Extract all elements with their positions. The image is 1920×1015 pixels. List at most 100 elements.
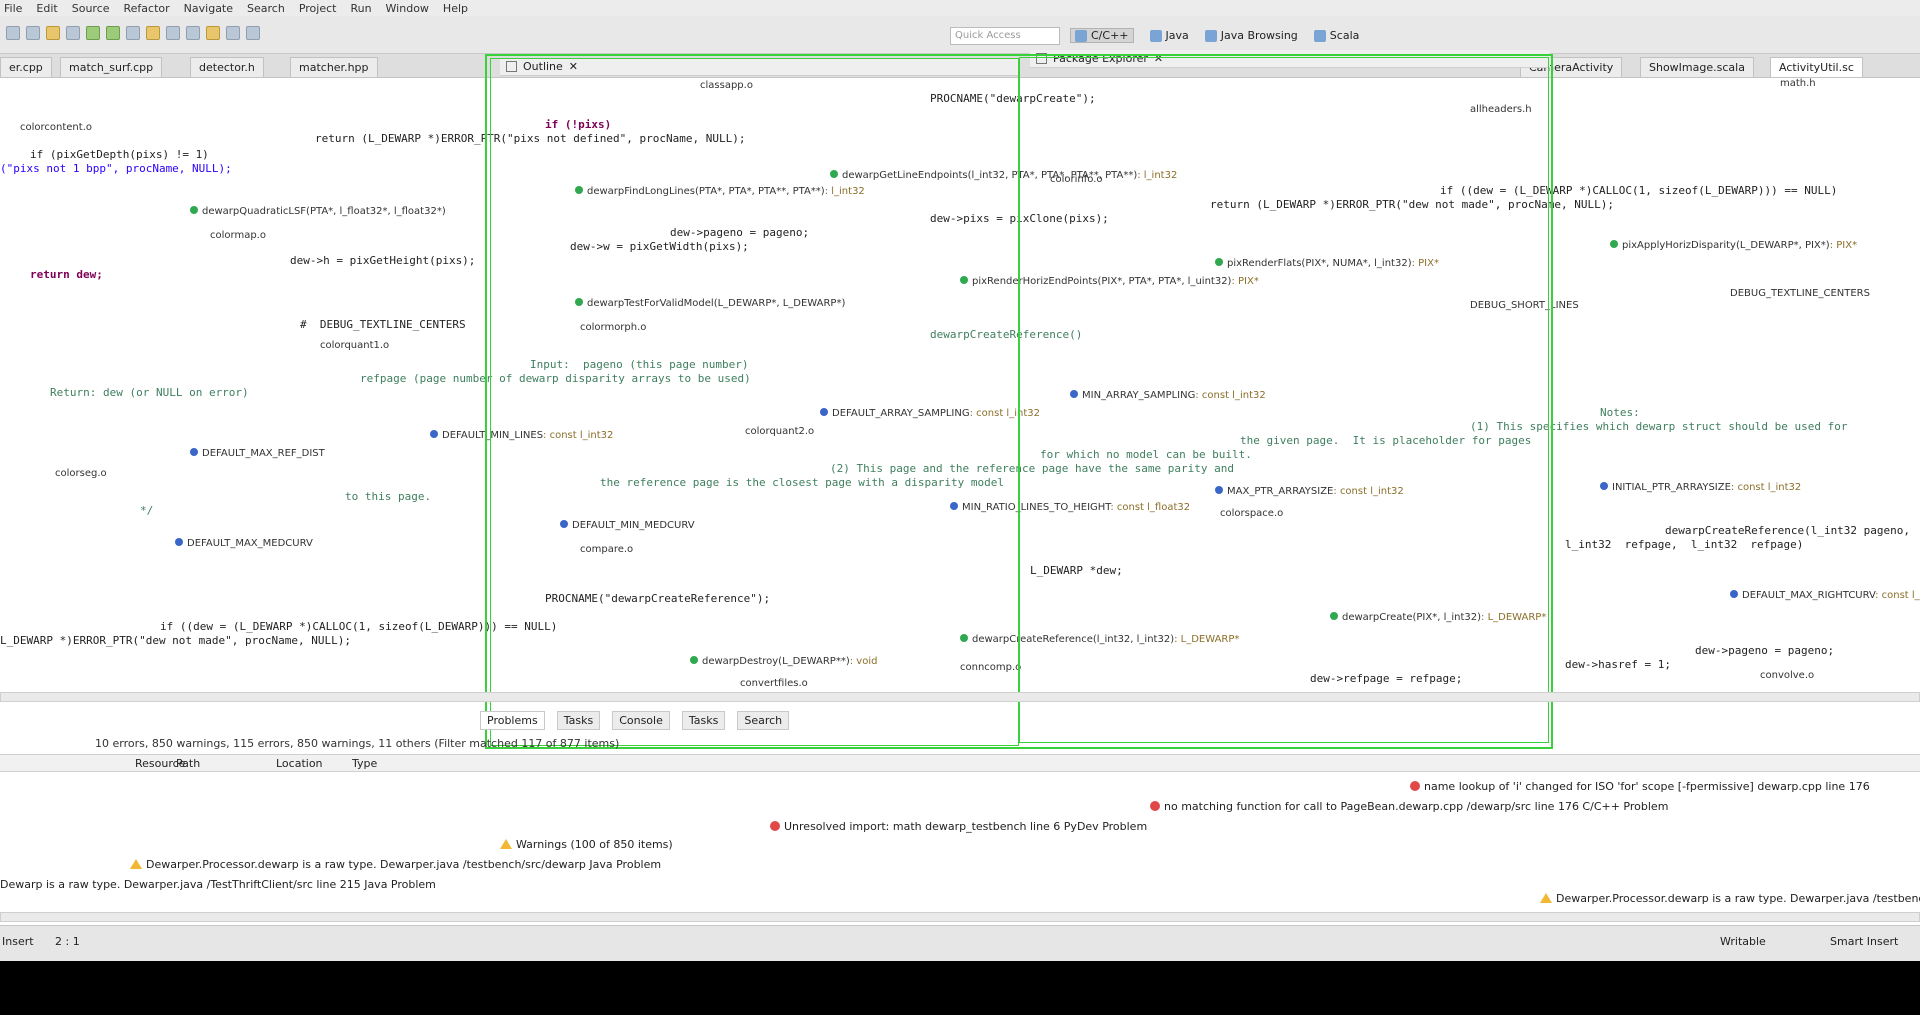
menu-run[interactable]: Run [350, 1, 372, 15]
outline-item[interactable]: compare.o [580, 544, 634, 555]
close-icon[interactable]: ✕ [1153, 52, 1164, 65]
new-file-icon[interactable] [6, 26, 20, 40]
problem-row[interactable]: Dewarper.Processor.dewarp is a raw type.… [1540, 892, 1920, 905]
code-line: to this page. [345, 490, 432, 503]
outline-item[interactable]: pixRenderFlats(PIX*, NUMA*, l_int32): PI… [1215, 258, 1439, 269]
outline-item[interactable]: colormap.o [210, 230, 266, 241]
error-icon [1410, 781, 1420, 791]
back-icon[interactable] [226, 26, 240, 40]
outline-item[interactable]: convertfiles.o [740, 678, 808, 689]
code-line: dewarpCreateReference() [930, 328, 1083, 341]
editor-tab-show-image[interactable]: ShowImage.scala [1640, 57, 1754, 77]
editor-tab-activity-util[interactable]: ActivityUtil.sc [1770, 57, 1863, 77]
outline-item[interactable]: dewarpTestForValidModel(L_DEWARP*, L_DEW… [575, 298, 845, 309]
code-editor[interactable]: PROCNAME("dewarpCreate"); if (!pixs) ret… [0, 78, 1920, 698]
open-folder-icon[interactable] [46, 26, 60, 40]
new-package-icon[interactable] [146, 26, 160, 40]
perspective-cpp[interactable]: C/C++ [1070, 28, 1134, 43]
outline-item[interactable]: dewarpDestroy(L_DEWARP**): void [690, 656, 877, 667]
problem-row[interactable]: no matching function for call to PageBea… [1150, 800, 1668, 813]
outline-item[interactable]: DEFAULT_ARRAY_SAMPLING: const l_int32 [820, 408, 1040, 419]
menu-project[interactable]: Project [298, 1, 337, 15]
search-icon[interactable] [186, 26, 200, 40]
outline-item[interactable]: colorquant1.o [320, 340, 390, 351]
outline-item[interactable]: INITIAL_PTR_ARRAYSIZE: const l_int32 [1600, 482, 1801, 493]
problems-horizontal-scrollbar[interactable] [0, 912, 1920, 922]
menu-edit[interactable]: Edit [36, 1, 58, 15]
outline-item[interactable]: MIN_ARRAY_SAMPLING: const l_int32 [1070, 390, 1266, 401]
tab-problems[interactable]: Problems [480, 711, 545, 730]
outline-item[interactable]: colorquant2.o [745, 426, 815, 437]
editor-tab-detector[interactable]: detector.h [190, 57, 264, 77]
new-class-icon[interactable] [166, 26, 180, 40]
outline-item[interactable]: DEFAULT_MAX_REF_DIST [190, 448, 325, 459]
outline-item[interactable]: conncomp.o [960, 662, 1022, 673]
outline-item[interactable]: dewarpCreate(PIX*, l_int32): L_DEWARP* [1330, 612, 1546, 623]
outline-item[interactable]: classapp.o [700, 80, 753, 91]
problem-row[interactable]: name lookup of 'i' changed for ISO 'for'… [1410, 780, 1870, 793]
menu-source[interactable]: Source [71, 1, 110, 15]
perspective-scala[interactable]: Scala [1313, 28, 1359, 43]
menu-window[interactable]: Window [385, 1, 429, 15]
quick-access-input[interactable]: Quick Access [950, 27, 1060, 45]
method-icon [1330, 612, 1338, 620]
menu-refactor[interactable]: Refactor [123, 1, 170, 15]
problem-row[interactable]: Warnings (100 of 850 items) [500, 838, 673, 851]
outline-item[interactable]: dewarpFindLongLines(PTA*, PTA*, PTA**, P… [575, 186, 865, 197]
run-icon[interactable] [86, 26, 100, 40]
menu-file[interactable]: File [4, 1, 23, 15]
outline-item[interactable]: dewarpCreateReference(l_int32, l_int32):… [960, 634, 1239, 645]
problem-row[interactable]: Unresolved import: math dewarp_testbench… [770, 820, 1147, 833]
outline-item[interactable]: pixRenderHorizEndPoints(PIX*, PTA*, PTA*… [960, 276, 1259, 287]
outline-item[interactable]: dewarpGetLineEndpoints(l_int32, PTA*, PT… [830, 170, 1177, 181]
problem-row[interactable]: Dewarper.Processor.dewarp is a raw type.… [130, 858, 661, 871]
external-tools-icon[interactable] [126, 26, 140, 40]
editor-horizontal-scrollbar[interactable] [0, 692, 1920, 702]
menu-navigate[interactable]: Navigate [183, 1, 234, 15]
editor-tab-matcher[interactable]: matcher.hpp [290, 57, 378, 77]
outline-item[interactable]: dewarpQuadraticLSF(PTA*, l_float32*, l_f… [190, 206, 446, 217]
outline-item[interactable]: convolve.o [1760, 670, 1815, 681]
outline-item[interactable]: MIN_RATIO_LINES_TO_HEIGHT: const l_float… [950, 502, 1190, 513]
outline-view-title[interactable]: Outline [523, 60, 563, 73]
save-icon[interactable] [26, 26, 40, 40]
problem-row[interactable]: Dewarp is a raw type. Dewarper.java /Tes… [0, 878, 436, 891]
outline-item[interactable]: colorinfo.o [1050, 174, 1103, 185]
column-resource[interactable]: Resource [135, 757, 186, 770]
package-explorer-title[interactable]: Package Explorer [1053, 52, 1148, 65]
outline-item[interactable]: allheaders.h [1470, 104, 1532, 115]
outline-item[interactable]: math.h [1780, 78, 1816, 89]
forward-icon[interactable] [246, 26, 260, 40]
outline-item[interactable]: colormorph.o [580, 322, 647, 333]
outline-item[interactable]: DEBUG_SHORT_LINES [1470, 300, 1579, 311]
tab-tasks[interactable]: Tasks [556, 711, 601, 730]
build-icon[interactable] [66, 26, 80, 40]
editor-tab-er-cpp[interactable]: er.cpp [0, 57, 52, 77]
outline-item[interactable]: DEFAULT_MAX_MEDCURV [175, 538, 313, 549]
outline-item[interactable]: MAX_PTR_ARRAYSIZE: const l_int32 [1215, 486, 1404, 497]
debug-icon[interactable] [106, 26, 120, 40]
menu-search[interactable]: Search [247, 1, 285, 15]
close-icon[interactable]: ✕ [568, 60, 579, 73]
outline-item[interactable]: pixApplyHorizDisparity(L_DEWARP*, PIX*):… [1610, 240, 1857, 251]
outline-item[interactable]: DEFAULT_MIN_MEDCURV [560, 520, 695, 531]
tab-tasks-2[interactable]: Tasks [681, 711, 726, 730]
tab-console[interactable]: Console [612, 711, 670, 730]
editor-tab-match-surf[interactable]: match_surf.cpp [60, 57, 163, 77]
outline-item[interactable]: colorspace.o [1220, 508, 1284, 519]
outline-item[interactable]: colorseg.o [55, 468, 107, 479]
method-icon [960, 276, 968, 284]
outline-item[interactable]: DEBUG_TEXTLINE_CENTERS [1730, 288, 1870, 299]
menu-help[interactable]: Help [442, 1, 468, 15]
outline-item[interactable]: DEFAULT_MIN_LINES: const l_int32 [430, 430, 613, 441]
tab-search[interactable]: Search [737, 711, 790, 730]
perspective-java[interactable]: Java [1149, 28, 1189, 43]
column-path[interactable]: Path [176, 757, 201, 770]
outline-item[interactable]: DEFAULT_MAX_RIGHTCURV: const l_int32 [1730, 590, 1920, 601]
code-line: PROCNAME("dewarpCreateReference"); [545, 592, 771, 605]
column-location[interactable]: Location [276, 757, 323, 770]
column-type[interactable]: Type [352, 757, 378, 770]
perspective-java-browsing[interactable]: Java Browsing [1204, 28, 1298, 43]
annotation-icon[interactable] [206, 26, 220, 40]
outline-item[interactable]: colorcontent.o [20, 122, 92, 133]
